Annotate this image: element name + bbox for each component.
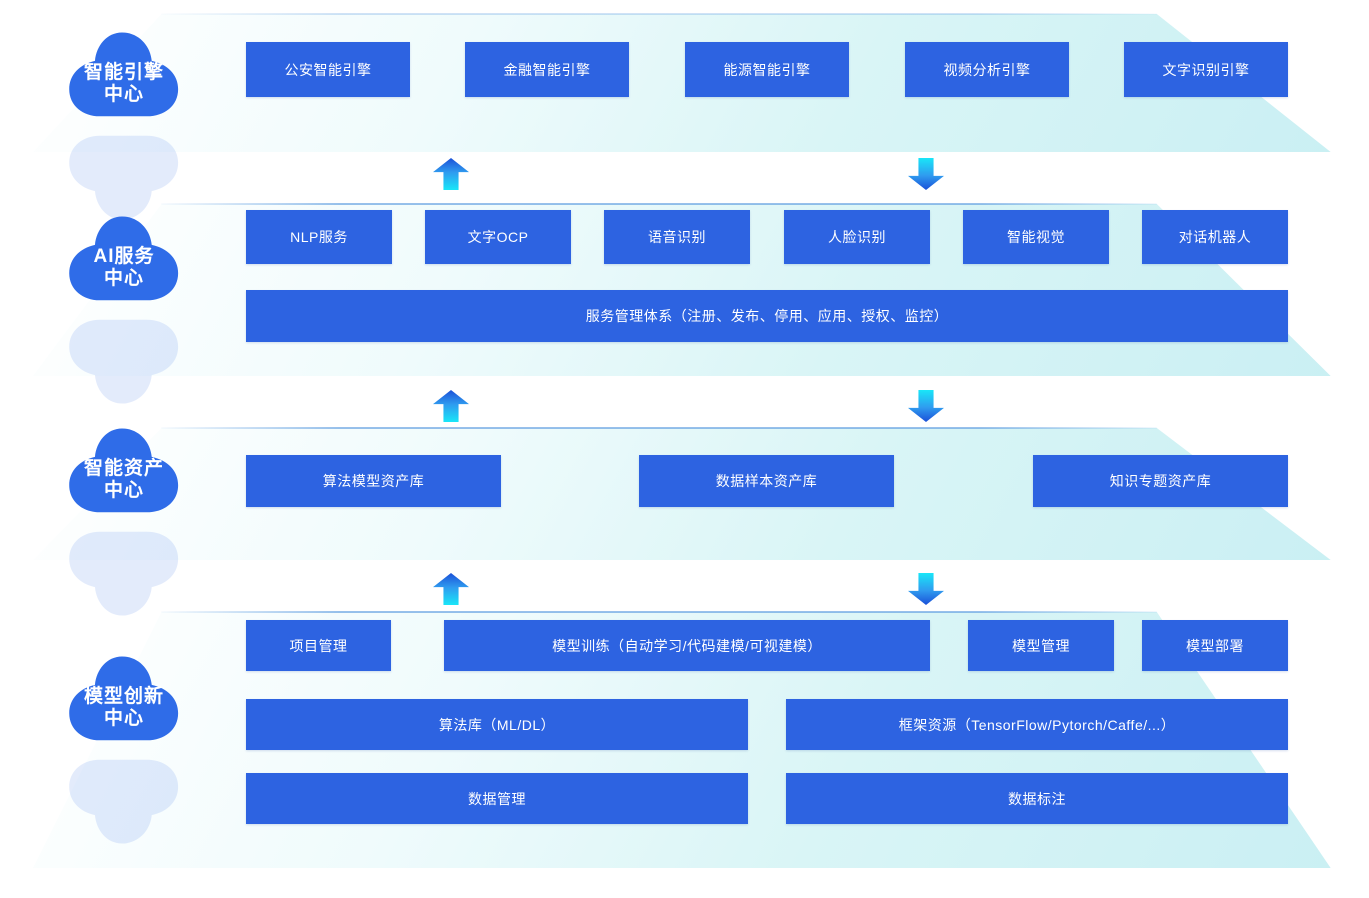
cloud-label: 模型创新 中心: [58, 686, 190, 731]
box-energy-intelligent-engine: 能源智能引擎: [685, 42, 849, 97]
down-arrow-icon: [908, 390, 944, 422]
box-nlp-service: NLP服务: [246, 210, 392, 264]
platform-rim: [161, 611, 1157, 613]
cloud-label-line1: 智能引擎: [83, 62, 164, 83]
box-algorithm-model-asset-library: 算法模型资产库: [246, 455, 501, 507]
box-dialogue-robot: 对话机器人: [1142, 210, 1288, 264]
cloud-ai-service-center: AI服务 中心: [58, 212, 190, 312]
cloud-label: 智能资产 中心: [58, 458, 190, 503]
box-text-recognition-engine: 文字识别引擎: [1124, 42, 1288, 97]
up-arrow-icon: [433, 573, 469, 605]
cloud-intelligent-engine-center: 智能引擎 中心: [58, 28, 190, 128]
cloud-icon: [69, 32, 179, 117]
box-knowledge-topic-asset-library: 知识专题资产库: [1033, 455, 1288, 507]
box-algorithm-library: 算法库（ML/DL）: [246, 699, 748, 750]
platform-rim: [161, 13, 1157, 15]
box-model-management: 模型管理: [968, 620, 1114, 671]
platform-rim: [161, 427, 1157, 429]
box-service-management-system: 服务管理体系（注册、发布、停用、应用、授权、监控）: [246, 290, 1288, 342]
box-intelligent-vision: 智能视觉: [963, 210, 1109, 264]
box-project-management: 项目管理: [246, 620, 391, 671]
cloud-label-line1: 智能资产: [83, 458, 164, 479]
box-model-deployment: 模型部署: [1142, 620, 1288, 671]
cloud-reflection: [58, 308, 190, 408]
cloud-icon: [69, 428, 179, 513]
cloud-reflection: [58, 520, 190, 620]
cloud-intelligent-asset-center: 智能资产 中心: [58, 424, 190, 524]
box-framework-resources: 框架资源（TensorFlow/Pytorch/Caffe/...）: [786, 699, 1288, 750]
cloud-label: 智能引擎 中心: [58, 62, 190, 107]
box-speech-recognition: 语音识别: [604, 210, 750, 264]
cloud-label-line2: 中心: [103, 268, 144, 290]
box-face-recognition: 人脸识别: [784, 210, 930, 264]
cloud-label: AI服务 中心: [58, 246, 190, 291]
cloud-icon: [69, 656, 179, 741]
cloud-model-innovation-center: 模型创新 中心: [58, 652, 190, 752]
cloud-label-line1: 模型创新: [83, 686, 164, 707]
cloud-label-line1: AI服务: [93, 246, 155, 267]
box-data-management: 数据管理: [246, 773, 748, 824]
box-video-analysis-engine: 视频分析引擎: [905, 42, 1069, 97]
box-model-training: 模型训练（自动学习/代码建模/可视建模）: [444, 620, 930, 671]
cloud-reflection: [58, 748, 190, 848]
box-public-security-intelligent-engine: 公安智能引擎: [246, 42, 410, 97]
cloud-reflection: [58, 124, 190, 224]
platform-rim: [161, 203, 1157, 205]
down-arrow-icon: [908, 573, 944, 605]
box-finance-intelligent-engine: 金融智能引擎: [465, 42, 629, 97]
box-text-ocp: 文字OCP: [425, 210, 571, 264]
cloud-label-line2: 中心: [103, 84, 144, 106]
cloud-label-line2: 中心: [103, 708, 144, 730]
cloud-icon: [69, 216, 179, 301]
down-arrow-icon: [908, 158, 944, 190]
up-arrow-icon: [433, 158, 469, 190]
box-data-annotation: 数据标注: [786, 773, 1288, 824]
up-arrow-icon: [433, 390, 469, 422]
box-data-sample-asset-library: 数据样本资产库: [639, 455, 894, 507]
cloud-label-line2: 中心: [103, 480, 144, 502]
